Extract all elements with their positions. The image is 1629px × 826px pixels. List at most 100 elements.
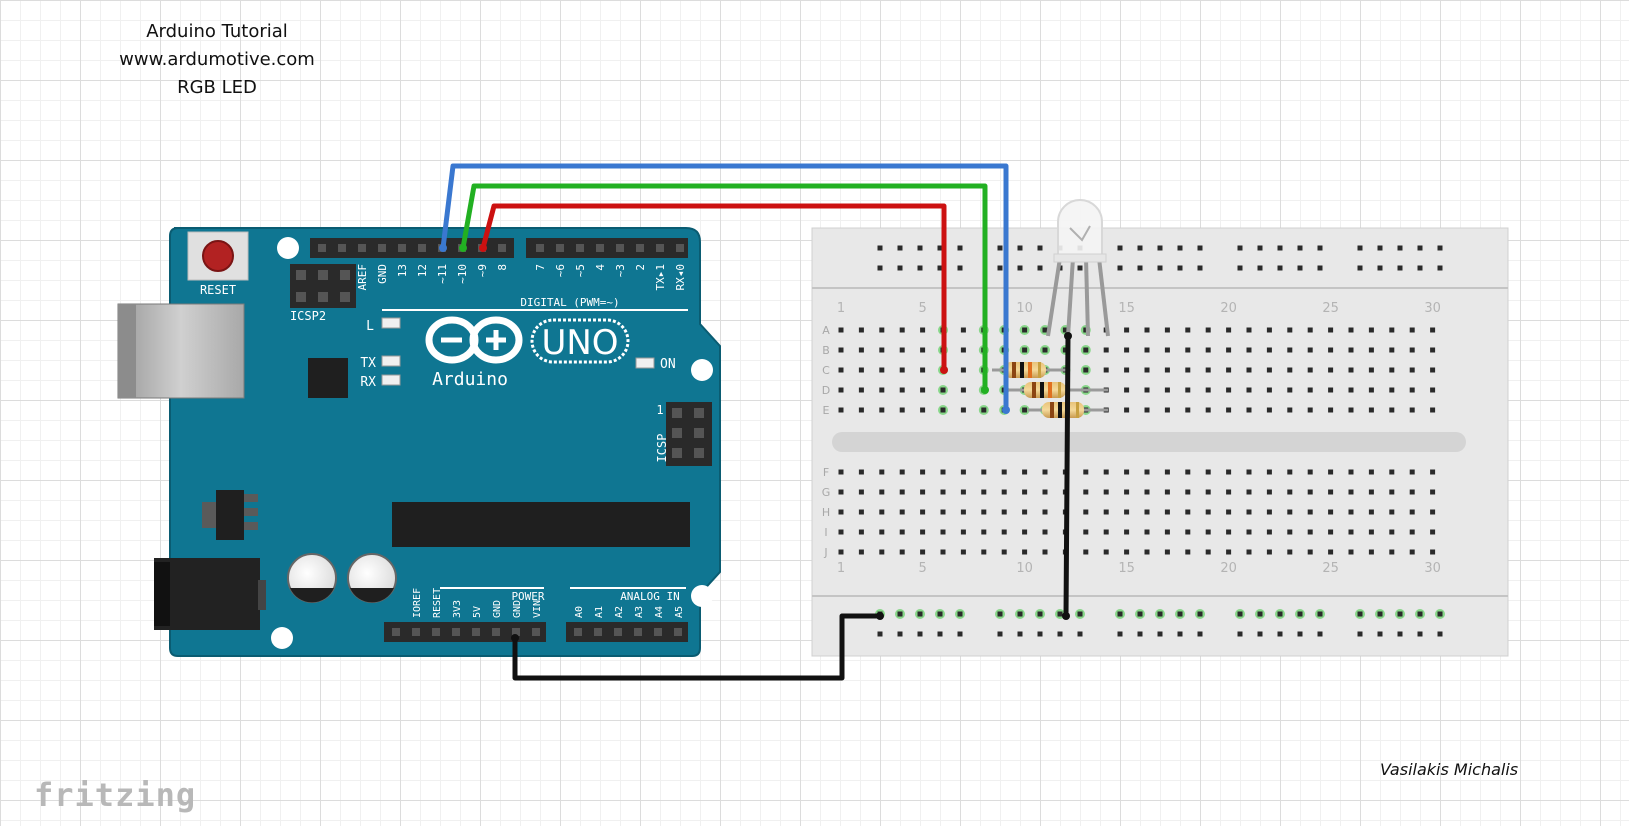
breadboard-hole <box>1226 407 1232 413</box>
breadboard-hole <box>1124 407 1130 413</box>
board-body <box>169 227 721 657</box>
breadboard-hole <box>981 529 987 535</box>
row-label: B <box>822 344 830 357</box>
breadboard-hole <box>1042 529 1048 535</box>
breadboard-hole <box>1185 327 1191 333</box>
breadboard-hole <box>1185 469 1191 475</box>
breadboard-hole <box>1307 387 1313 393</box>
rail-hole <box>957 611 963 617</box>
breadboard-hole <box>1266 549 1272 555</box>
breadboard-hole <box>1328 387 1334 393</box>
rail-hole <box>917 631 923 637</box>
rail-hole <box>1277 245 1283 251</box>
breadboard-hole <box>1348 327 1354 333</box>
breadboard-hole <box>920 387 926 393</box>
breadboard-hole <box>1226 509 1232 515</box>
breadboard-hole <box>1307 327 1313 333</box>
rail-hole <box>957 265 963 271</box>
breadboard-hole <box>960 327 966 333</box>
rail-hole <box>1397 265 1403 271</box>
black-wire-led[interactable] <box>1063 333 1071 619</box>
breadboard-hole <box>1124 469 1130 475</box>
breadboard-hole <box>1409 327 1415 333</box>
breadboard-hole <box>920 489 926 495</box>
bottom-pin-holes <box>392 628 682 636</box>
breadboard-hole <box>1368 387 1374 393</box>
breadboard-hole <box>1348 469 1354 475</box>
breadboard-hole <box>1022 549 1028 555</box>
digital-header-right <box>526 238 688 258</box>
breadboard-hole <box>1307 407 1313 413</box>
led-tx <box>381 355 401 367</box>
breadboard-hole <box>1389 387 1395 393</box>
breadboard-hole <box>1144 327 1150 333</box>
breadboard-hole <box>960 529 966 535</box>
breadboard-hole <box>1185 549 1191 555</box>
rail-hole <box>1237 245 1243 251</box>
green-wire[interactable] <box>460 183 988 393</box>
breadboard-hole <box>899 509 905 515</box>
breadboard-hole <box>940 387 946 393</box>
breadboard-hole <box>1348 529 1354 535</box>
rail-hole <box>917 265 923 271</box>
icsp-label: ICSP <box>655 434 669 463</box>
breadboard-hole <box>1389 407 1395 413</box>
breadboard-hole <box>1001 529 1007 535</box>
model-name: UNO <box>541 323 618 363</box>
red-wire[interactable] <box>480 203 947 373</box>
breadboard-hole <box>1287 347 1293 353</box>
reset-button-cap[interactable] <box>202 240 234 272</box>
breadboard-hole <box>858 509 864 515</box>
dc-power-jack <box>154 558 260 630</box>
breadboard-hole <box>920 549 926 555</box>
brand-name: Arduino <box>432 369 508 390</box>
black-wire-gnd[interactable] <box>512 613 883 681</box>
breadboard-hole <box>1287 549 1293 555</box>
breadboard-hole <box>1266 347 1272 353</box>
rail-hole <box>1177 265 1183 271</box>
rail-hole <box>1397 245 1403 251</box>
power-pin-label: RESET <box>432 588 443 618</box>
breadboard-hole <box>899 387 905 393</box>
breadboard-hole <box>1246 327 1252 333</box>
rail-hole <box>1257 265 1263 271</box>
breadboard-hole <box>1144 347 1150 353</box>
breadboard-hole <box>1144 387 1150 393</box>
breadboard-hole <box>1205 469 1211 475</box>
breadboard-hole <box>1001 469 1007 475</box>
wire-endpoint <box>1064 332 1072 340</box>
breadboard-hole <box>1103 489 1109 495</box>
rail-hole <box>997 245 1003 251</box>
mounting-hole <box>271 627 293 649</box>
breadboard-hole <box>879 549 885 555</box>
rail-hole <box>917 611 923 617</box>
breadboard-hole <box>1409 367 1415 373</box>
breadboard-hole <box>940 509 946 515</box>
rail-hole <box>1317 631 1323 637</box>
breadboard-hole <box>981 549 987 555</box>
rail-hole <box>1177 245 1183 251</box>
breadboard-hole <box>1246 509 1252 515</box>
row-label: D <box>822 384 830 397</box>
breadboard-hole <box>1083 549 1089 555</box>
blue-wire[interactable] <box>440 163 1009 413</box>
breadboard-hole <box>1368 489 1374 495</box>
breadboard-hole <box>1001 489 1007 495</box>
breadboard-hole <box>1022 347 1028 353</box>
breadboard-hole <box>1185 489 1191 495</box>
breadboard-hole <box>1307 347 1313 353</box>
rail-hole <box>1157 631 1163 637</box>
rail-hole <box>1237 611 1243 617</box>
breadboard-hole <box>1266 529 1272 535</box>
analog-pin-label: A2 <box>614 606 625 618</box>
analog-pin-label: A4 <box>654 606 665 618</box>
rail-hole <box>1057 611 1063 617</box>
rail-hole <box>1257 245 1263 251</box>
breadboard-hole <box>1083 529 1089 535</box>
breadboard-hole <box>879 347 885 353</box>
breadboard-hole <box>1226 489 1232 495</box>
breadboard-hole <box>1124 509 1130 515</box>
rail-hole <box>1357 631 1363 637</box>
voltage-regulator-tab <box>202 502 216 528</box>
breadboard-hole <box>1124 549 1130 555</box>
